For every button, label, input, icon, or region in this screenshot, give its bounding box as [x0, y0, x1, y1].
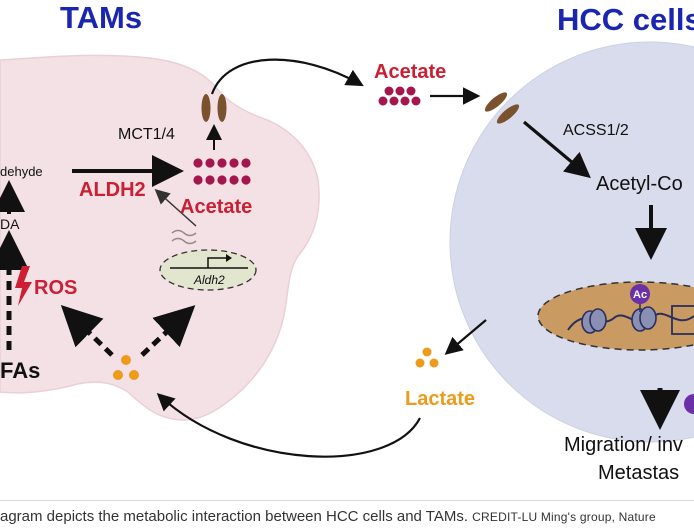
acetylcoa-label: Acetyl-Co: [596, 173, 683, 195]
gene-to-aldh2-arrow: [154, 188, 197, 227]
acss-label: ACSS1/2: [563, 122, 629, 139]
tam-lactate-dots: [113, 355, 139, 380]
lactate-label: Lactate: [405, 388, 475, 410]
tam-cell: [0, 54, 320, 421]
caption: agram depicts the metabolic interaction …: [0, 500, 694, 532]
aldh2-enzyme-label: ALDH2: [79, 179, 146, 201]
aldh2-gene-region: [159, 249, 257, 291]
acetate-tam-label: Acetate: [180, 196, 252, 218]
caption-credit: CREDIT-LU Ming's group, Nature: [472, 510, 656, 524]
lactate-dots: [415, 347, 439, 368]
lactate-to-aldh2-arrow: [140, 305, 196, 357]
hcc-to-lactate-arrow: [444, 319, 487, 355]
acetate-tam-dots: [193, 158, 251, 185]
lactate-to-tam-arrow: [156, 393, 421, 458]
chromatin: [567, 305, 694, 335]
ac-label: Ac: [633, 289, 647, 301]
hcc-cell: [449, 41, 694, 443]
acetaldehyde-label: dehyde: [0, 164, 43, 179]
hcc-title: HCC cells: [557, 2, 694, 37]
mct-label: MCT1/4: [118, 126, 175, 143]
mct-transporter: [201, 94, 227, 122]
metabolic-diagram: TAMs HCC cells MCT1/4 Acetate ACSS1/2 Ac…: [0, 0, 694, 484]
acetate-ext-dots: [378, 86, 421, 106]
acetate-ext-label: Acetate: [374, 61, 446, 83]
coa-label: DA: [0, 216, 20, 232]
mct-to-acetate-arrow: [210, 58, 364, 95]
fas-label: FAs: [0, 358, 40, 383]
gene-promoter-arrow: [170, 254, 248, 269]
mrna-squiggle: [171, 229, 197, 245]
ros-label: ROS: [34, 277, 77, 299]
ac-circle-right: [684, 394, 694, 414]
acss-arrow: [522, 120, 591, 179]
lactate-to-ros-arrow: [60, 305, 114, 357]
tams-title: TAMs: [60, 0, 142, 35]
acetyl-mark: Ac: [630, 284, 650, 312]
caption-text: agram depicts the metabolic interaction …: [0, 508, 468, 525]
metastasis-label: Metastas: [598, 462, 679, 484]
hcc-transporter: [484, 92, 520, 124]
lightning-icon: [15, 266, 32, 306]
migration-label: Migration/ inv: [564, 434, 683, 456]
aldh2-gene-label: Aldh2: [193, 273, 225, 287]
